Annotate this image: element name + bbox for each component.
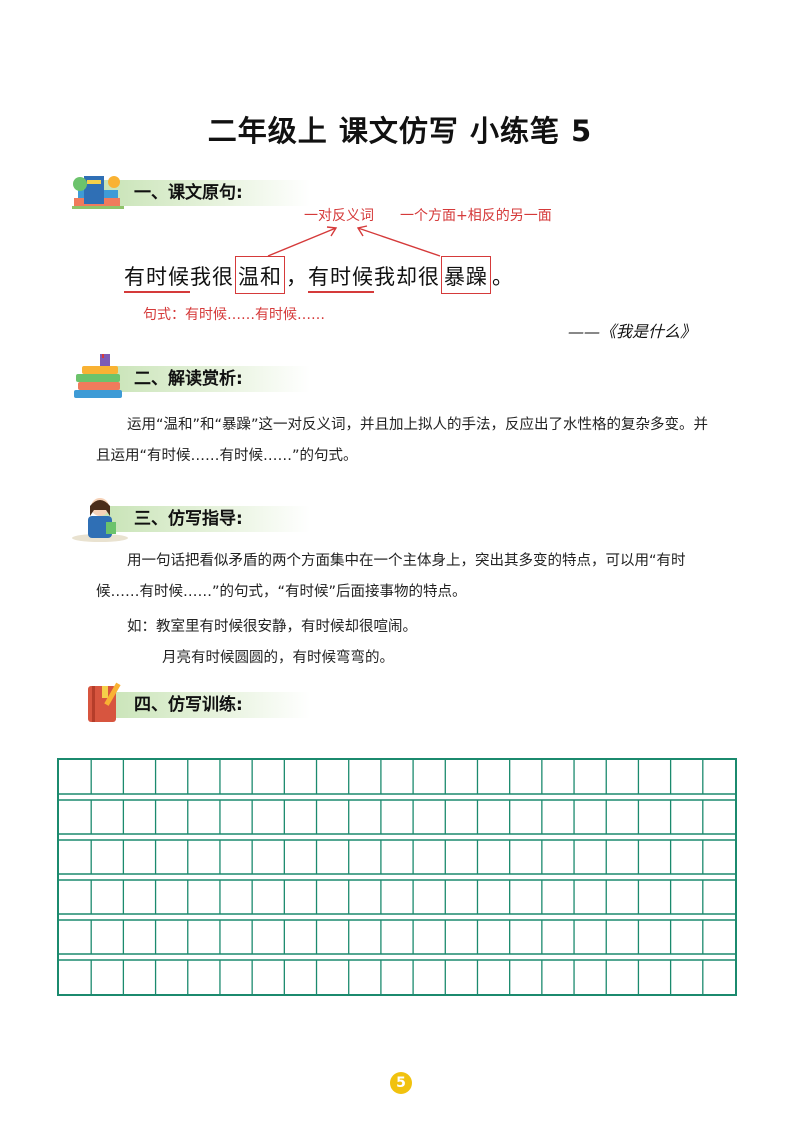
sentence-part-1: 有时候 — [124, 261, 190, 293]
notebook-pencil-icon — [88, 682, 121, 722]
books-globe-icon — [72, 176, 124, 209]
page-number-badge: 5 — [390, 1072, 412, 1094]
section-bar — [100, 506, 310, 532]
sentence-word-irritable: 暴躁 — [441, 256, 491, 294]
guidance-text: 用一句话把看似矛盾的两个方面集中在一个主体身上，突出其多变的特点，可以用“有时候… — [96, 553, 686, 600]
analysis-text: 运用“温和”和“暴躁”这一对反义词，并且加上拟人的手法，反应出了水性格的复杂多变… — [96, 417, 709, 464]
section-original-sentence: 一、课文原句: — [70, 168, 370, 218]
sentence-word-gentle: 温和 — [235, 256, 285, 294]
section-label: 四、仿写训练: — [134, 695, 243, 715]
section-bar — [100, 366, 310, 392]
page-title: 二年级上 课文仿写 小练笔 5 — [207, 114, 593, 148]
writing-grid[interactable] — [57, 758, 737, 996]
annotation-aspect: 一个方面+相反的另一面 — [400, 208, 552, 224]
section-guidance: 三、仿写指导: — [70, 494, 370, 544]
section-label: 一、课文原句: — [134, 183, 243, 203]
section-label: 二、解读赏析: — [134, 369, 243, 389]
section-bar — [100, 692, 310, 718]
sentence-period: 。 — [492, 265, 514, 289]
section-analysis: 二、解读赏析: — [70, 354, 370, 404]
original-sentence: 有时候我很温和，有时候我却很暴躁。 — [124, 256, 514, 294]
annotation-antonym: 一对反义词 — [304, 208, 374, 224]
section-bar — [100, 180, 310, 206]
stacked-books-icon — [74, 354, 122, 398]
sentence-part-2: 我很 — [190, 265, 234, 289]
teacher-icon — [72, 498, 128, 542]
section-practice: 四、仿写训练: — [70, 680, 370, 730]
source-citation: ——《我是什么》 — [567, 322, 696, 341]
sentence-comma: ， — [286, 265, 308, 289]
section-label: 三、仿写指导: — [134, 509, 243, 529]
writing-grid-lines — [59, 760, 735, 994]
sentence-part-3: 有时候 — [308, 261, 374, 293]
sentence-pattern: 句式：有时候……有时候…… — [143, 307, 325, 323]
guidance-example-2: 月亮有时候圆圆的，有时候弯弯的。 — [162, 650, 394, 666]
sentence-part-4: 我却很 — [374, 265, 440, 289]
guidance-example-1: 如：教室里有时候很安静，有时候却很喧闹。 — [127, 619, 417, 635]
